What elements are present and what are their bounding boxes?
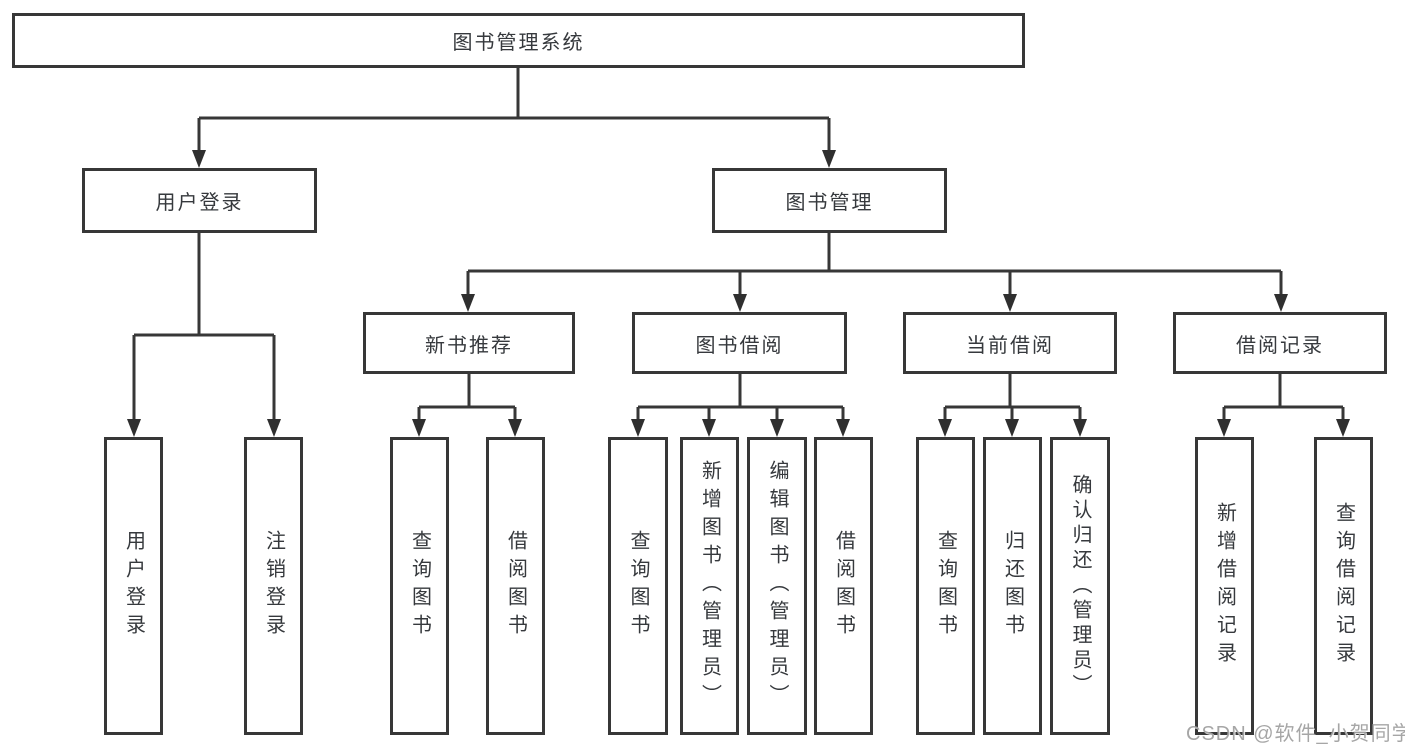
- node-new-book-recommendation: 新书推荐: [363, 312, 575, 374]
- leaf-query-books-current: 查询图书: [916, 437, 975, 735]
- leaf-return-books: 归还图书: [983, 437, 1042, 735]
- node-book-borrowing: 图书借阅: [632, 312, 847, 374]
- node-user-login: 用户登录: [82, 168, 317, 233]
- leaf-add-books-admin: 新增图书（管理员）: [680, 437, 739, 735]
- node-root: 图书管理系统: [12, 13, 1025, 68]
- csdn-watermark: CSDN @软件_小贺同学: [1186, 723, 1405, 745]
- leaf-user-login: 用户登录: [104, 437, 163, 735]
- leaf-edit-books-admin: 编辑图书（管理员）: [747, 437, 807, 735]
- leaf-logout-login: 注销登录: [244, 437, 303, 735]
- leaf-query-books-recommend: 查询图书: [390, 437, 449, 735]
- leaf-add-borrow-record: 新增借阅记录: [1195, 437, 1254, 735]
- node-borrowing-records: 借阅记录: [1173, 312, 1387, 374]
- leaf-borrow-books-borrowing: 借阅图书: [814, 437, 873, 735]
- node-book-management: 图书管理: [712, 168, 947, 233]
- leaf-query-borrow-record: 查询借阅记录: [1314, 437, 1373, 735]
- leaf-query-books-borrowing: 查询图书: [608, 437, 668, 735]
- leaf-confirm-return-admin: 确认归还（管理员）: [1050, 437, 1110, 735]
- leaf-borrow-books-recommend: 借阅图书: [486, 437, 545, 735]
- node-current-borrowing: 当前借阅: [903, 312, 1117, 374]
